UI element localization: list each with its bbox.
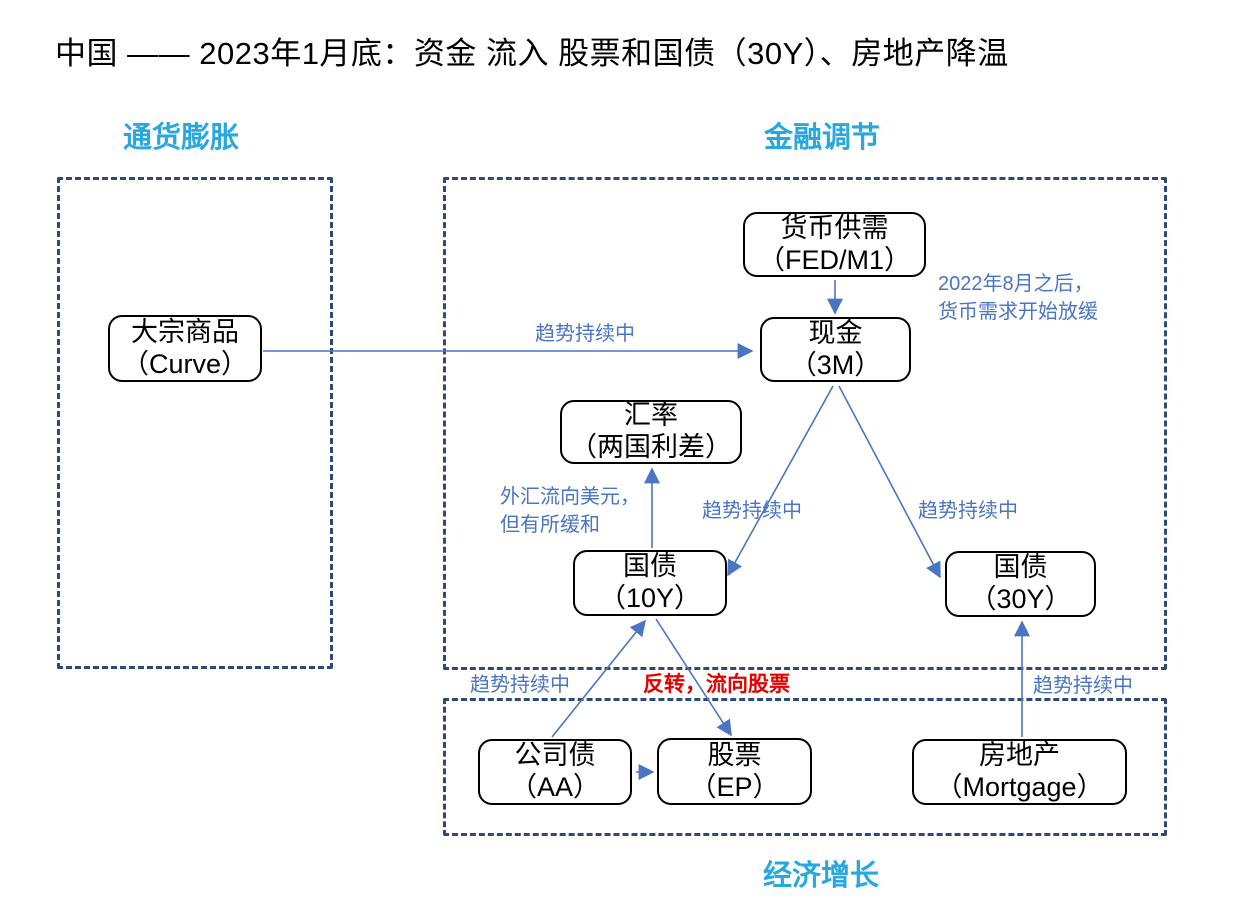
node-bond-10y: 国债 （10Y）: [573, 550, 727, 616]
label-fx-note: 外汇流向美元， 但有所缓和: [500, 486, 640, 536]
node-cash: 现金 （3M）: [760, 317, 911, 382]
finance-section-box: [443, 177, 1167, 670]
label-fed-note: 2022年8月之后， 货币需求开始放缓: [938, 273, 1098, 323]
node-bond-30y: 国债 （30Y）: [945, 551, 1096, 617]
label-trend-cash-bond30: 趋势持续中: [918, 500, 1018, 522]
node-fx-rate: 汇率 （两国利差）: [560, 400, 742, 464]
diagram-title: 中国 —— 2023年1月底：资金 流入 股票和国债（30Y）、房地产降温: [55, 36, 1009, 71]
growth-section-box: [443, 698, 1167, 836]
arrow-cash-to-bond10: [727, 385, 834, 577]
arrow-corpbond-to-bond10: [551, 619, 647, 738]
label-reversal-to-stock: 反转，流向股票: [643, 673, 790, 696]
inflation-section-box: [57, 177, 333, 669]
label-trend-commodity-cash: 趋势持续中: [535, 323, 635, 345]
node-property: 房地产 （Mortgage）: [912, 739, 1127, 805]
label-trend-property-bond30: 趋势持续中: [1033, 675, 1133, 697]
label-trend-corpbond-bond10: 趋势持续中: [470, 674, 570, 696]
arrow-bond10-to-stock: [655, 618, 732, 737]
label-trend-cash-bond10: 趋势持续中: [702, 500, 802, 522]
arrow-cash-to-bond30: [838, 385, 941, 579]
node-stock: 股票 （EP）: [657, 738, 812, 805]
section-label-inflation: 通货膨胀: [123, 122, 240, 154]
node-money-supply: 货币供需 （FED/M1）: [743, 212, 926, 277]
section-label-finance: 金融调节: [764, 122, 881, 154]
section-label-growth: 经济增长: [763, 860, 880, 892]
node-commodity: 大宗商品 （Curve）: [108, 315, 262, 382]
node-corp-bond: 公司债 （AA）: [478, 739, 632, 805]
